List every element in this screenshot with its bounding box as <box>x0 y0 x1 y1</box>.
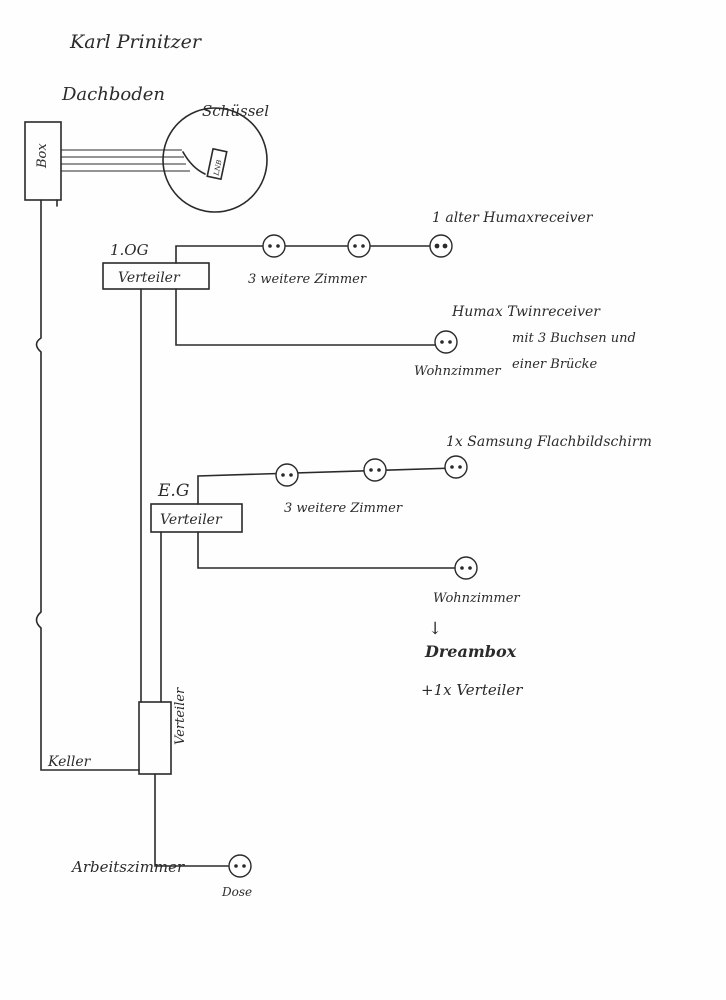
lnb-cables <box>61 149 190 172</box>
cable-1og-living <box>175 288 441 346</box>
rooms-eg-label: 3 weitere Zimmer <box>284 501 403 516</box>
lnb-label: LNB <box>212 159 223 177</box>
outlet <box>262 234 286 258</box>
cable-eg-living <box>197 531 466 569</box>
outlet <box>347 234 371 258</box>
attic-label: Dachboden <box>61 84 165 105</box>
twin-receiver-note-1: Humax Twinreceiver <box>451 304 601 320</box>
box-label: Box <box>35 143 50 169</box>
lnb-block <box>206 147 228 181</box>
dish-label: Schüssel <box>202 102 269 120</box>
splitter-basement: Verteiler <box>138 687 188 775</box>
extra-splitter-label: +1x Verteiler <box>421 681 523 699</box>
outlet <box>363 458 387 482</box>
rooms-1og-label: 3 weitere Zimmer <box>248 272 367 287</box>
arrow-down-icon: ↓ <box>428 619 442 639</box>
cable-study <box>154 773 229 867</box>
level-1og-label: 1.OG <box>110 241 149 259</box>
splitter-1og-rect <box>102 262 210 290</box>
splitter-eg-label: Verteiler <box>160 512 223 528</box>
satellite-dish: Schüssel LNB <box>162 102 269 213</box>
living-room-1og-label: Wohnzimmer <box>414 364 501 379</box>
level-eg-label: E.G <box>157 481 189 501</box>
outlet <box>454 556 478 580</box>
attic-box: Box <box>24 121 62 201</box>
author-name: Karl Prinitzer <box>69 31 203 53</box>
splitter-basement-rect <box>138 701 172 775</box>
dish-arm <box>182 151 206 175</box>
twin-receiver-note-3: einer Brücke <box>512 357 598 372</box>
outlet <box>434 330 458 354</box>
outlet <box>444 455 468 479</box>
splitter-eg: Verteiler <box>150 503 243 533</box>
splitter-1og-label: Verteiler <box>118 270 181 286</box>
outlet <box>275 463 299 487</box>
outlet <box>228 854 252 878</box>
cable-1og-rooms <box>175 245 441 264</box>
receiver-note: 1 alter Humaxreceiver <box>432 210 594 226</box>
splitter-1og: Verteiler <box>102 262 210 290</box>
outlet <box>429 234 453 258</box>
living-room-eg-label: Wohnzimmer <box>433 591 520 606</box>
socket-label: Dose <box>221 885 252 899</box>
basement-label: Keller <box>47 754 92 770</box>
box-rect <box>24 121 62 201</box>
splitter-basement-label: Verteiler <box>173 687 188 745</box>
cable-eg-rooms <box>197 467 456 505</box>
dreambox-label: Dreambox <box>424 642 517 661</box>
study-label: Arbeitszimmer <box>70 858 185 876</box>
twin-receiver-note-2: mit 3 Buchsen und <box>512 331 636 346</box>
trunk-cable-left <box>35 199 140 771</box>
tv-note: 1x Samsung Flachbildschirm <box>446 434 652 450</box>
dish-circle <box>162 107 268 213</box>
splitter-eg-rect <box>150 503 243 533</box>
